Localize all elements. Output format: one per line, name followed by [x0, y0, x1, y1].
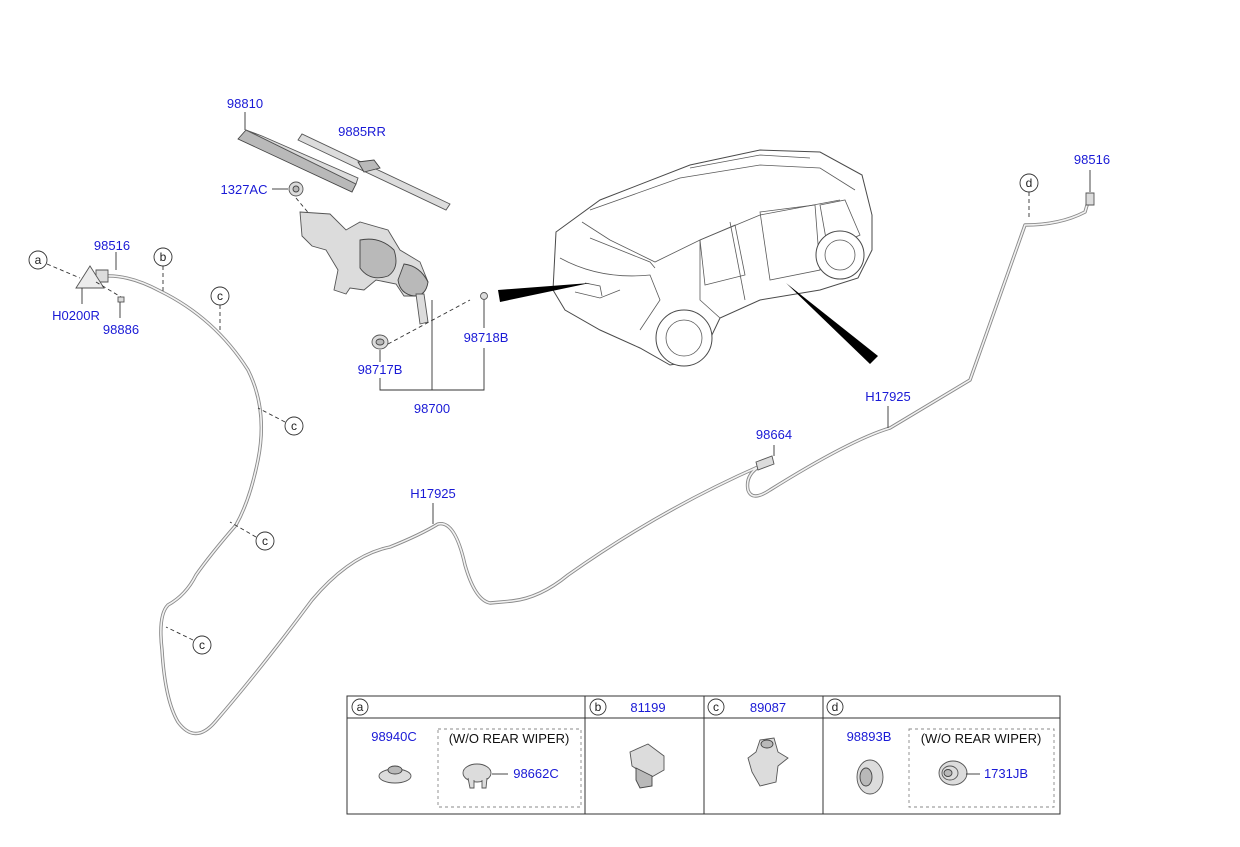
svg-text:a: a [357, 700, 364, 714]
svg-text:b: b [595, 700, 602, 714]
grommet-1731JB-illustration [938, 760, 968, 786]
clip-89087-illustration [747, 737, 789, 787]
assembly-bracket [379, 348, 485, 391]
callout-b: b [153, 247, 173, 292]
clip-98940C-illustration [378, 765, 412, 784]
svg-text:c: c [262, 534, 268, 548]
note-wo-rear-wiper-a: (W/O REAR WIPER) [449, 731, 570, 746]
label-H0200R: H0200R [52, 308, 100, 323]
vehicle-illustration [552, 149, 873, 367]
nozzle-98516-right [1085, 170, 1095, 206]
svg-text:c: c [291, 419, 297, 433]
clip-81199-illustration [629, 743, 665, 789]
cap-98718B [480, 292, 488, 328]
callout-d: d [1019, 173, 1039, 220]
plug-98662C-illustration [462, 763, 492, 789]
label-98886: 98886 [103, 322, 139, 337]
label-98717B: 98717B [358, 362, 403, 377]
label-H17925-right: H17925 [865, 389, 911, 404]
svg-text:d: d [1026, 176, 1033, 190]
callout-c-2: c [257, 407, 304, 436]
table-cell-a: a 98940C (W/O REAR WIPER) 98662C [351, 698, 582, 808]
label-81199: 81199 [630, 700, 665, 715]
wiper-blade-9885RR [297, 133, 451, 211]
table-cell-d: d 98893B (W/O REAR WIPER) 1731JB [826, 698, 1055, 808]
detail-table: a 98940C (W/O REAR WIPER) 98662C b 81199 [346, 695, 1061, 815]
connector-98664 [755, 445, 775, 471]
label-1731JB: 1731JB [984, 766, 1028, 781]
label-9885RR: 9885RR [338, 124, 386, 139]
label-98516-left: 98516 [94, 238, 130, 253]
nozzle-98516-left [75, 252, 127, 318]
label-98940C: 98940C [371, 729, 417, 744]
callout-c-3: c [229, 521, 275, 551]
nut-1327AC [272, 181, 317, 223]
svg-text:a: a [35, 253, 42, 267]
table-cell-b: b 81199 [589, 698, 666, 789]
label-98718B: 98718B [464, 330, 509, 345]
label-98664: 98664 [756, 427, 792, 442]
label-98516-right: 98516 [1074, 152, 1110, 167]
pointer-to-hose-route [786, 283, 878, 364]
label-98810: 98810 [227, 96, 263, 111]
label-98700: 98700 [414, 401, 450, 416]
wiper-arm-98810 [237, 112, 359, 193]
svg-text:c: c [217, 289, 223, 303]
label-1327AC: 1327AC [221, 182, 268, 197]
svg-text:b: b [160, 250, 167, 264]
callout-c-4: c [165, 626, 212, 655]
label-89087: 89087 [750, 700, 786, 715]
label-H17925-left: H17925 [410, 486, 456, 501]
washer-hose [92, 193, 1092, 736]
label-98893B: 98893B [847, 729, 892, 744]
svg-text:d: d [832, 700, 839, 714]
note-wo-rear-wiper-d: (W/O REAR WIPER) [921, 731, 1042, 746]
wiper-motor-98700 [299, 211, 471, 390]
grommet-98893B-illustration [856, 759, 884, 795]
callout-c-1: c [210, 286, 230, 332]
svg-text:c: c [199, 638, 205, 652]
pointer-to-wiper-position [498, 283, 590, 302]
svg-text:c: c [713, 700, 719, 714]
table-cell-c: c 89087 [707, 698, 789, 787]
label-98662C: 98662C [513, 766, 559, 781]
grommet-98717B [371, 334, 389, 362]
callout-a: a [28, 250, 81, 279]
